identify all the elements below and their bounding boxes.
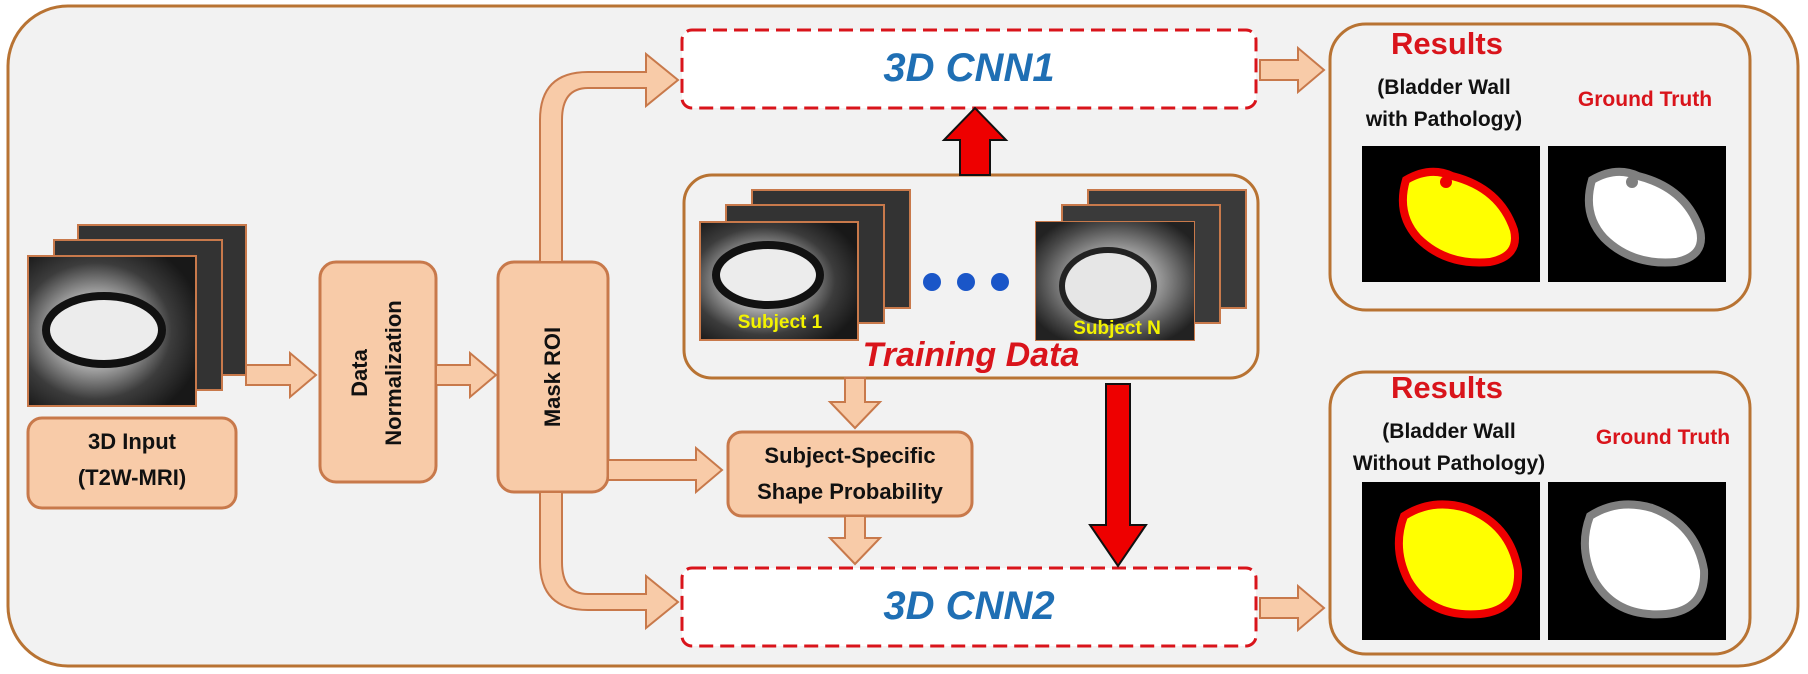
ground-truth-bottom-image [1548, 482, 1726, 640]
ellipsis-dot [923, 273, 941, 291]
red-arrow-training-to-cnn1 [941, 106, 1009, 176]
arrow-cnn2-to-results [1259, 583, 1326, 633]
cnn2-box [680, 566, 1258, 648]
cnn1-box [680, 28, 1258, 110]
ellipsis-dot [957, 273, 975, 291]
arrow-normalization-to-mask [435, 350, 498, 400]
arrow-cnn1-to-results [1259, 45, 1326, 95]
arrow-mask-to-cnn2 [539, 491, 680, 631]
input-label: 3D Input (T2W-MRI) [77, 429, 187, 490]
arrow-mask-to-cnn1 [539, 51, 680, 263]
input-mri-stack [27, 224, 247, 407]
input-box [26, 416, 238, 510]
cnn1-label: 3D CNN1 [883, 46, 1055, 90]
ground-truth-bottom-label: Ground Truth [1595, 426, 1731, 449]
arrow-input-to-normalization [245, 350, 318, 400]
training-data-label: Training Data [862, 336, 1080, 374]
subject1-label: Subject 1 [737, 312, 823, 333]
results-bottom-subtitle: (Bladder Wall Without Pathology) [1352, 420, 1546, 475]
ellipsis-dot [991, 273, 1009, 291]
results-top-subtitle: (Bladder Wall with Pathology) [1365, 76, 1523, 131]
normalization-label: Data Normalization [347, 300, 406, 446]
ground-truth-top-label: Ground Truth [1577, 88, 1713, 111]
arrow-mask-to-shape [607, 445, 724, 495]
cnn2-label: 3D CNN2 [883, 584, 1055, 628]
shape-probability-label: Subject-Specific Shape Probability [757, 443, 943, 504]
subjectN-mri-stack [1035, 189, 1247, 341]
results-top-title: Results [1391, 26, 1503, 61]
arrow-shape-to-cnn2 [827, 515, 883, 566]
subjectN-label: Subject N [1073, 318, 1161, 339]
subject1-mri-stack [699, 189, 911, 341]
mask-roi-label: Mask ROI [540, 326, 565, 428]
result-top-segmentation-image [1362, 146, 1540, 282]
red-arrow-training-to-cnn2 [1088, 383, 1148, 568]
arrow-training-to-shape [827, 377, 883, 430]
result-bottom-segmentation-image [1362, 482, 1540, 640]
ground-truth-top-image [1548, 146, 1726, 282]
results-bottom-title: Results [1391, 370, 1503, 405]
